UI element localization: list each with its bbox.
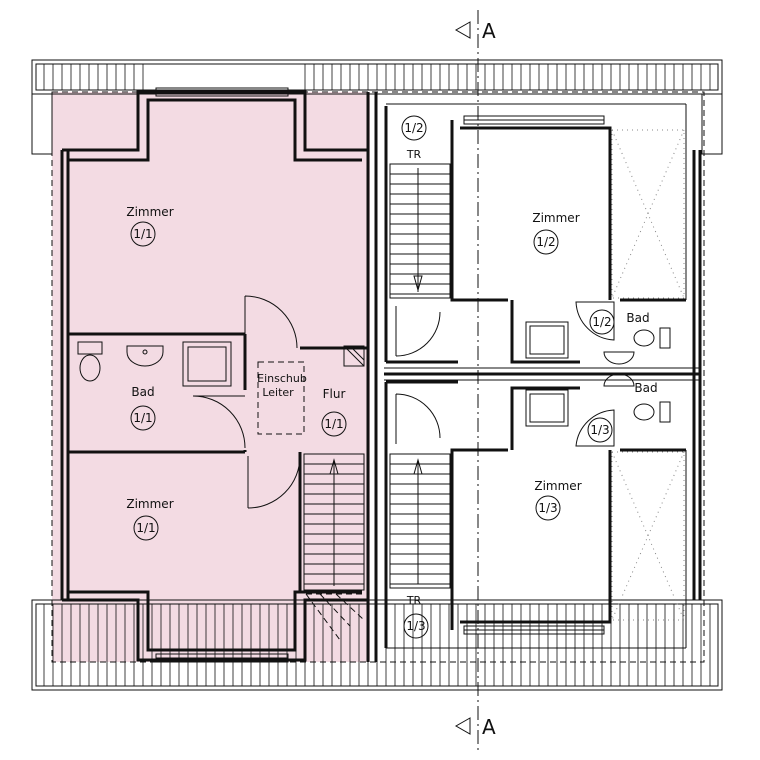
door-stair-2 bbox=[395, 306, 441, 357]
label-leiter: Leiter bbox=[262, 386, 294, 399]
room-number-circle bbox=[587, 417, 613, 443]
bath-fixtures-2-3 bbox=[525, 301, 671, 447]
room-number-circle bbox=[130, 405, 156, 431]
room-name-zimmer-2: Zimmer bbox=[532, 211, 579, 225]
room-number-circle bbox=[533, 229, 559, 255]
room-name-bad-2: Bad bbox=[626, 311, 649, 325]
stair-arrow-down-2 bbox=[413, 168, 423, 292]
room-number-flur: 1/1 bbox=[324, 417, 343, 431]
door-stair-3 bbox=[395, 393, 441, 444]
section-marker-top-icon bbox=[454, 21, 471, 39]
section-label-top: A bbox=[482, 19, 496, 43]
unit-1-fill bbox=[52, 92, 370, 662]
interior-walls-units-2-3 bbox=[384, 103, 700, 649]
room-number-zimmer-3: 1/3 bbox=[538, 501, 557, 515]
stair-arrow-up-3 bbox=[413, 458, 423, 584]
room-number-bad-1: 1/1 bbox=[133, 411, 152, 425]
roof-tiling bbox=[31, 59, 723, 691]
room-name-tr-2: TR bbox=[406, 148, 422, 161]
room-number-circle bbox=[321, 411, 347, 437]
doors-unit-1 bbox=[192, 295, 301, 509]
stair-unit-2 bbox=[389, 163, 451, 299]
room-number-circle bbox=[130, 221, 156, 247]
exterior-walls bbox=[60, 90, 702, 662]
stair-unit-3 bbox=[389, 453, 451, 589]
room-name-zimmer-3: Zimmer bbox=[534, 479, 581, 493]
room-name-zimmer-top: Zimmer bbox=[126, 205, 173, 219]
bath-fixtures-1 bbox=[77, 341, 232, 387]
room-number-tr-2: 1/2 bbox=[404, 121, 423, 135]
room-number-tr-3: 1/3 bbox=[406, 619, 425, 633]
room-name-bad-3: Bad bbox=[634, 381, 657, 395]
room-number-bad-2: 1/2 bbox=[592, 315, 611, 329]
room-number-circle bbox=[401, 115, 427, 141]
room-number-circle bbox=[589, 309, 615, 335]
room-name-bad-1: Bad bbox=[131, 385, 154, 399]
room-name-flur: Flur bbox=[323, 387, 346, 401]
windows bbox=[155, 87, 605, 663]
room-number-circle bbox=[403, 613, 429, 639]
label-einschub: Einschub bbox=[257, 372, 307, 385]
room-name-tr-3: TR bbox=[406, 594, 422, 607]
room-number-bad-3: 1/3 bbox=[590, 423, 609, 437]
room-number-zimmer-2: 1/2 bbox=[536, 235, 555, 249]
roof-outline bbox=[51, 91, 705, 663]
room-number-circle bbox=[133, 515, 159, 541]
room-number-circle bbox=[535, 495, 561, 521]
section-label-bottom: A bbox=[482, 715, 496, 739]
stair-arrow-up-1 bbox=[329, 458, 339, 586]
room-number-zimmer-bottom: 1/1 bbox=[136, 521, 155, 535]
interior-walls-unit-1 bbox=[68, 92, 378, 662]
chimney bbox=[343, 345, 365, 367]
section-marker-bottom-icon bbox=[454, 717, 471, 735]
room-name-zimmer-bottom: Zimmer bbox=[126, 497, 173, 511]
skylights-dotted bbox=[611, 129, 685, 621]
attic-ladder-box bbox=[257, 361, 305, 435]
room-number-zimmer-top: 1/1 bbox=[133, 227, 152, 241]
